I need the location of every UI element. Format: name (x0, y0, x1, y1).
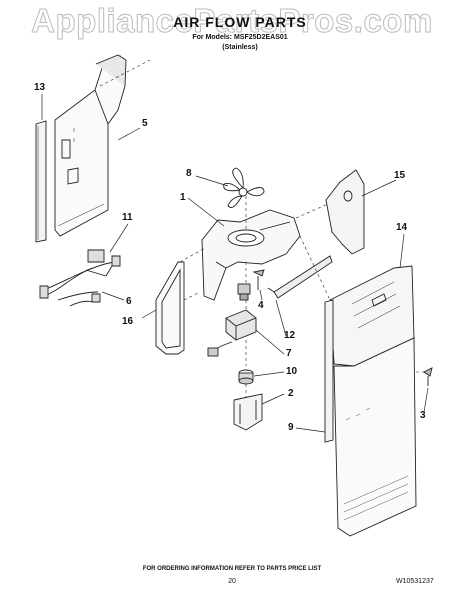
callout-15: 15 (394, 170, 406, 181)
part-7-motor (207, 309, 257, 357)
part-4-screw (252, 269, 265, 290)
page-subtitle: For Models: MSF25D2EAS01 (Stainless) (140, 33, 340, 53)
callout-14: 14 (396, 222, 408, 233)
callout-13: 13 (34, 82, 46, 93)
part-2-motor-bracket (233, 393, 263, 431)
model-label: For Models: MSF25D2EAS01 (192, 34, 288, 41)
part-9-seal-strip (324, 299, 334, 443)
callout-6: 6 (126, 296, 132, 307)
part-3-screw (423, 367, 433, 386)
callout-9: 9 (288, 422, 294, 433)
part-8-fan-blade (223, 167, 265, 208)
callout-10: 10 (286, 366, 298, 377)
callout-11: 11 (122, 212, 133, 223)
callout-1: 1 (180, 192, 186, 203)
motor-mount-grommet (237, 283, 251, 301)
callout-5: 5 (142, 118, 148, 129)
page-title: AIR FLOW PARTS (173, 14, 307, 30)
part-12-wire-bracket (267, 255, 333, 299)
part-16-gasket (155, 261, 185, 355)
finish-label: (Stainless) (222, 44, 258, 51)
part-5-air-tower (54, 54, 127, 237)
rear-duct-panel (333, 337, 417, 537)
callout-4: 4 (258, 300, 264, 311)
ordering-info-note: FOR ORDERING INFORMATION REFER TO PARTS … (142, 566, 322, 572)
part-15-baffle (325, 169, 365, 255)
callout-3: 3 (420, 410, 426, 421)
document-number: W10531237 (396, 578, 434, 585)
part-1-fan-housing (201, 209, 301, 301)
part-13-seal-strip (35, 120, 47, 243)
callout-2: 2 (288, 388, 294, 399)
callout-8: 8 (186, 168, 192, 179)
part-10-grommet (238, 369, 254, 385)
callout-12: 12 (284, 330, 296, 341)
page-number: 20 (228, 578, 236, 585)
part-11-wire-harness (39, 249, 121, 307)
callout-7: 7 (286, 348, 292, 359)
callout-16: 16 (122, 316, 134, 327)
watermark: AppliancePartsPros.com (31, 2, 433, 40)
